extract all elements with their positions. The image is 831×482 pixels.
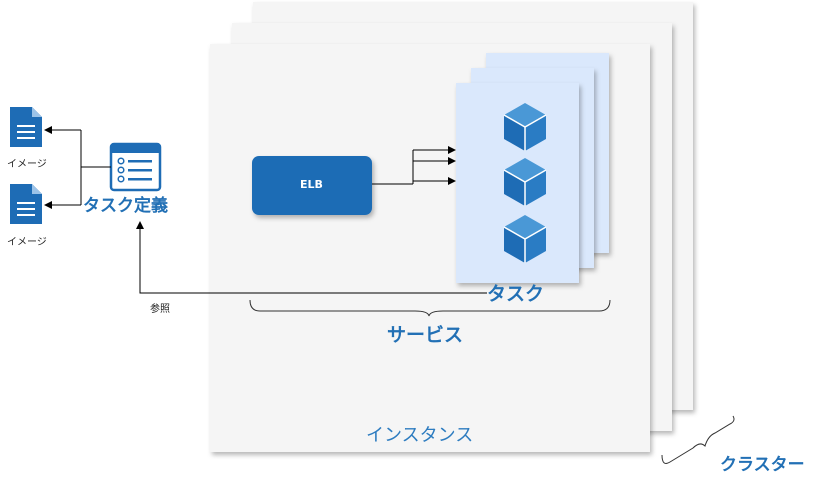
elb-label: ELB [300,178,323,191]
elb-box [252,156,372,215]
elb-connectors [372,146,456,185]
task-definition-label: タスク定義 [83,196,168,216]
reference-label: 参照 [150,304,170,315]
instance-stack [210,2,693,452]
image-label: イメージ [7,237,47,248]
cluster-brace [661,415,735,464]
reference-arrow [136,221,487,294]
service-label: サービス [387,324,464,346]
instance-label: インスタンス [366,425,474,446]
service-brace [249,299,611,317]
document-icon [10,184,42,224]
image-label: イメージ [7,159,47,170]
cluster-label: クラスター [720,455,805,475]
container-cubes [503,102,547,264]
image-connectors [44,126,111,209]
task-label: タスク [487,283,545,305]
document-icon [10,107,42,147]
task-definition-icon [109,142,162,192]
